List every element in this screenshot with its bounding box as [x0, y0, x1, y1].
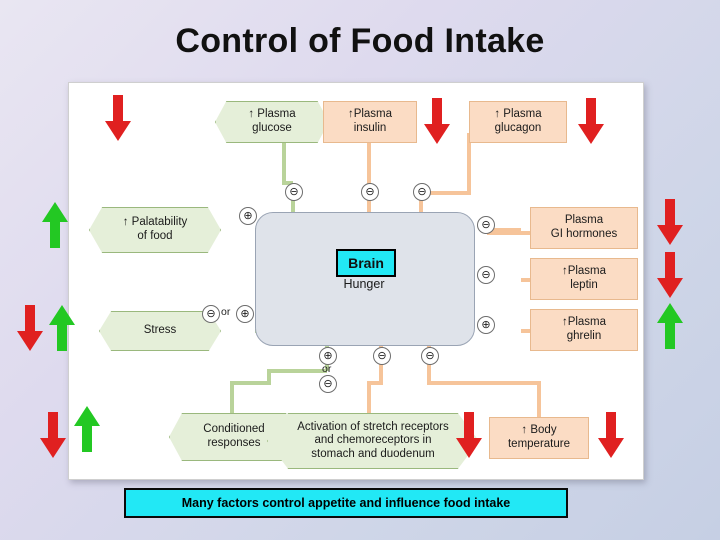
arrow-temperature-down-red — [598, 412, 624, 458]
arrow-gi-hormones-down-red — [657, 199, 683, 245]
node-gi-hormones-label: Plasma GI hormones — [550, 214, 618, 240]
caption-text: Many factors control appetite and influe… — [181, 496, 511, 510]
sign-gi-minus: ⊖ — [477, 216, 495, 234]
brain-container — [255, 212, 475, 346]
sign-palatability-plus-glyph: ⊕ — [243, 209, 253, 222]
node-plasma-glucagon: ↑ Plasma glucagon — [469, 101, 567, 143]
node-plasma-ghrelin-label: ↑Plasma ghrelin — [561, 316, 607, 342]
sign-conditioned-minus-glyph: ⊖ — [323, 377, 333, 390]
sign-palatability-plus: ⊕ — [239, 207, 257, 225]
sign-stress-plus-glyph: ⊕ — [240, 307, 250, 320]
sign-conditioned-or: or — [322, 363, 332, 375]
arrow-glucose-down-red — [105, 95, 131, 141]
node-stretch-receptors: Activation of stretch receptors and chem… — [267, 413, 479, 469]
sign-glucagon-minus-glyph: ⊖ — [417, 185, 427, 198]
sign-glucose-minus: ⊖ — [285, 183, 303, 201]
node-body-temperature-label: ↑ Body temperature — [507, 424, 570, 450]
sign-gi-minus-glyph: ⊖ — [481, 218, 491, 231]
node-plasma-glucose: ↑ Plasma glucose — [215, 101, 329, 143]
node-plasma-leptin-label: ↑Plasma leptin — [561, 265, 607, 291]
node-palatability-label: ↑ Palatability of food — [122, 216, 188, 242]
arrow-stress-up-green — [49, 305, 75, 351]
sign-stress-plus: ⊕ — [236, 305, 254, 323]
caption-banner: Many factors control appetite and influe… — [124, 488, 568, 518]
sign-leptin-minus-glyph: ⊖ — [481, 268, 491, 281]
sign-insulin-minus: ⊖ — [361, 183, 379, 201]
sign-conditioned-plus-glyph: ⊕ — [323, 349, 333, 362]
arrow-stretch-down-red — [456, 412, 482, 458]
arrow-conditioned-down-red — [40, 412, 66, 458]
brain-label: Brain — [336, 249, 396, 277]
arrow-ghrelin-up-green — [657, 303, 683, 349]
node-plasma-leptin: ↑Plasma leptin — [530, 258, 638, 300]
node-plasma-insulin: ↑Plasma insulin — [323, 101, 417, 143]
sign-leptin-minus: ⊖ — [477, 266, 495, 284]
sign-stretch-minus: ⊖ — [373, 347, 391, 365]
node-palatability: ↑ Palatability of food — [89, 207, 221, 253]
diagram-panel: ↑ Plasma glucose ↑Plasma insulin ↑ Plasm… — [68, 82, 644, 480]
sign-glucagon-minus: ⊖ — [413, 183, 431, 201]
sign-stress-minus-glyph: ⊖ — [206, 307, 216, 320]
node-plasma-ghrelin: ↑Plasma ghrelin — [530, 309, 638, 351]
node-plasma-insulin-label: ↑Plasma insulin — [347, 108, 393, 134]
arrow-leptin-down-red — [657, 252, 683, 298]
node-stress: Stress — [99, 311, 221, 351]
node-body-temperature: ↑ Body temperature — [489, 417, 589, 459]
brain-label-text: Brain — [348, 255, 384, 271]
sign-conditioned-minus: ⊖ — [319, 375, 337, 393]
sign-insulin-minus-glyph: ⊖ — [365, 185, 375, 198]
sign-temperature-minus-glyph: ⊖ — [425, 349, 435, 362]
sign-temperature-minus: ⊖ — [421, 347, 439, 365]
sign-stress-minus: ⊖ — [202, 305, 220, 323]
sign-glucose-minus-glyph: ⊖ — [289, 185, 299, 198]
node-stretch-receptors-label: Activation of stretch receptors and chem… — [297, 420, 449, 460]
sign-conditioned-plus: ⊕ — [319, 347, 337, 365]
arrow-glucagon-down-red — [578, 98, 604, 144]
sign-ghrelin-plus: ⊕ — [477, 316, 495, 334]
sign-stretch-minus-glyph: ⊖ — [377, 349, 387, 362]
node-conditioned-responses-label: Conditioned responses — [203, 423, 265, 449]
sign-ghrelin-plus-glyph: ⊕ — [481, 318, 491, 331]
hunger-label: Hunger — [343, 277, 385, 291]
node-gi-hormones: Plasma GI hormones — [530, 207, 638, 249]
node-stress-label: Stress — [143, 324, 177, 337]
arrow-stress-down-red — [17, 305, 43, 351]
arrow-palatability-up-green — [42, 202, 68, 248]
sign-stress-or: or — [221, 306, 231, 318]
arrow-conditioned-up-green — [74, 406, 100, 452]
arrow-insulin-down-red — [424, 98, 450, 144]
node-plasma-glucose-label: ↑ Plasma glucose — [248, 108, 296, 134]
node-plasma-glucagon-label: ↑ Plasma glucagon — [494, 108, 542, 134]
page-title: Control of Food Intake — [175, 22, 545, 60]
